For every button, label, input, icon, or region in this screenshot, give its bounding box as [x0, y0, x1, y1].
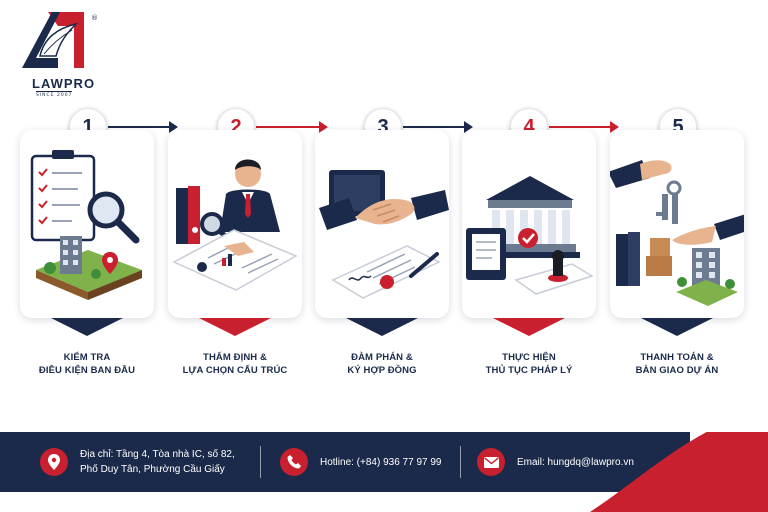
- email-item[interactable]: Email: hungdq@lawpro.vn: [477, 432, 634, 492]
- checklist-magnifier-building-icon: [30, 150, 142, 300]
- mail-icon: [477, 448, 505, 476]
- step-4-tab: [493, 318, 565, 336]
- logo-wordmark: LAWPRO: [32, 76, 96, 91]
- handshake-contract-icon: [319, 170, 449, 299]
- lawyer-reviewing-documents-icon: [172, 159, 298, 291]
- step-2-tab: [199, 318, 271, 336]
- footer-divider-1: [260, 446, 261, 478]
- step-2-card: [168, 130, 302, 318]
- contact-footer: Địa chỉ: Tầng 4, Tòa nhà IC, số 82, Phố …: [0, 432, 768, 512]
- arrow-2-to-3: [256, 121, 328, 133]
- step-5-label: THANH TOÁN &BÀN GIAO DỰ ÁN: [635, 352, 719, 376]
- arrow-3-to-4: [403, 121, 473, 133]
- arrow-4-to-5: [549, 121, 619, 133]
- step-4-card: [462, 130, 596, 318]
- email-text: Email: hungdq@lawpro.vn: [517, 456, 634, 468]
- government-building-stamp-icon: [466, 176, 594, 295]
- phone-icon: [280, 448, 308, 476]
- hotline-text: Hotline: (+84) 936 77 97 99: [320, 456, 442, 468]
- logo-since: SINCE 2007: [36, 91, 73, 98]
- step-5-tab: [641, 318, 713, 336]
- step-2-label: THẨM ĐỊNH &LỰA CHỌN CẤU TRÚC: [182, 352, 288, 376]
- step-3-card: [315, 130, 449, 318]
- step-5-card: [610, 130, 744, 318]
- step-1-card: [20, 130, 154, 318]
- step-3-label: ĐÀM PHÁN &KÝ HỢP ĐỒNG: [347, 352, 417, 376]
- key-handover-icon: [610, 160, 744, 306]
- address-item: Địa chỉ: Tầng 4, Tòa nhà IC, số 82, Phố …: [40, 432, 235, 492]
- hotline-item[interactable]: Hotline: (+84) 936 77 97 99: [280, 432, 441, 492]
- logo-emblem-icon: [22, 12, 84, 68]
- arrow-1-to-2: [108, 121, 178, 133]
- step-1-tab: [51, 318, 123, 336]
- logo-registered-mark: ®: [91, 14, 98, 22]
- step-3-tab: [346, 318, 418, 336]
- footer-background: [0, 432, 768, 512]
- footer-divider-2: [460, 446, 461, 478]
- location-pin-icon: [40, 448, 68, 476]
- lawpro-logo: ® LAWPRO SINCE 2007: [14, 6, 98, 98]
- address-text: Địa chỉ: Tầng 4, Tòa nhà IC, số 82, Phố …: [80, 449, 235, 475]
